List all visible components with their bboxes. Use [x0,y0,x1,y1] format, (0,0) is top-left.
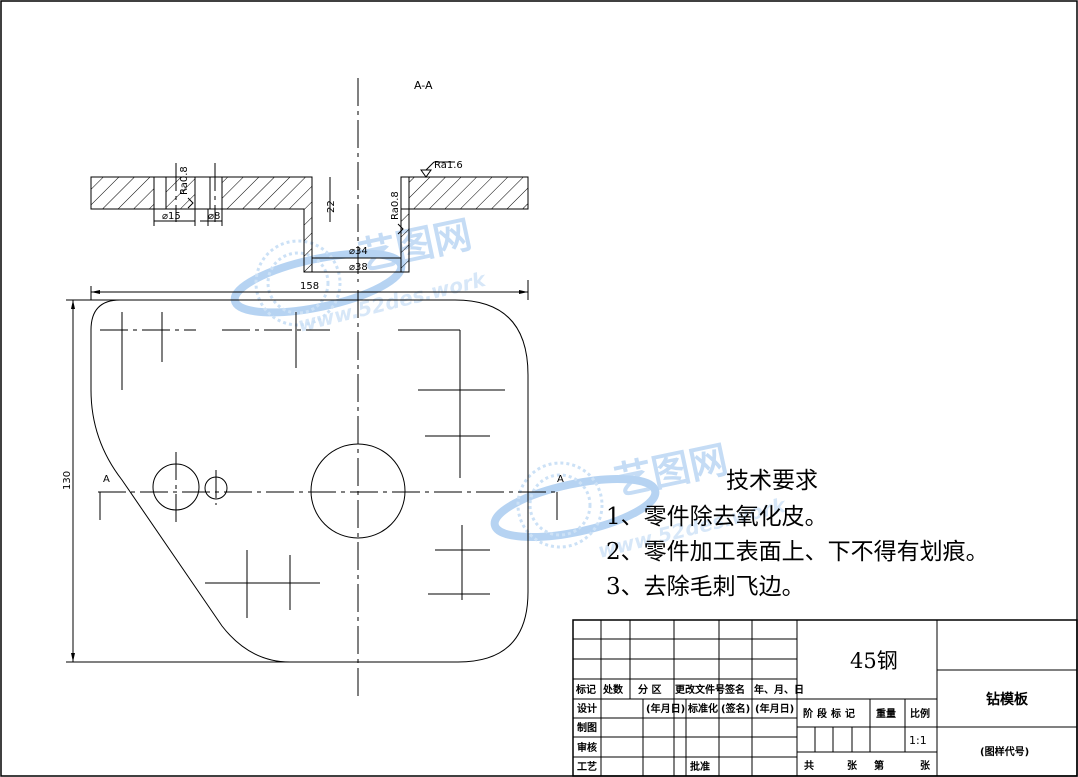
tb-scale: 1:1 [909,734,927,747]
tb-process: 工艺 [577,760,597,773]
dim-d15: ⌀15 [162,211,181,222]
plan-view: 158 130 A A [62,280,564,700]
dim-d34: ⌀34 [349,246,368,257]
tb-weight: 重量 [876,707,896,720]
dim-depth22: 22 [326,200,337,213]
dim-height130: 130 [62,471,73,490]
tb-label-sign: 签名 [724,683,745,696]
tb-design: 设计 [577,702,597,715]
watermark-brand-1: 艺图网 [355,212,476,279]
cut-label-right: A [557,474,564,485]
tb-part-name: 钻模板 [986,691,1029,708]
tb-signature: (签名) [721,702,750,715]
tb-material: 45钢 [850,649,898,673]
tb-check: 审核 [577,741,597,754]
tb-label-zone: 分 区 [638,683,661,696]
title-block: 标记 处数 分 区 更改文件号 签名 年、月、日 设计 (年月日) 标准化 (签… [572,619,1078,777]
tb-drawing-no: (图样代号) [980,745,1029,758]
tb-standard: 标准化 [687,702,718,715]
tb-sheet-no: 第 [874,759,884,772]
tb-draw: 制图 [577,721,597,734]
dim-d8: ⌀8 [208,211,220,222]
watermark-1: 艺图网 www.52des.work [230,212,489,337]
tb-sheet-unit2: 张 [920,759,931,772]
tech-item-1: 1、零件除去氧化皮。 [606,504,828,530]
section-view: A-A ⌀15 ⌀8 Ra0.8 Ra0.8 [90,78,529,282]
tb-label-change-doc: 更改文件号 [675,683,725,696]
tb-stage-mark: 阶段标记 [803,707,859,720]
roughness-left-hole: Ra0.8 [179,166,190,195]
tb-sheets-total: 共 [804,759,814,772]
tb-label-mark: 标记 [575,683,596,696]
dim-width158: 158 [300,281,319,292]
tech-title: 技术要求 [726,468,818,494]
tb-label-count: 处数 [602,683,624,696]
tb-date1: (年月日) [646,702,685,715]
tb-date2: (年月日) [755,702,794,715]
cut-label-left: A [103,474,110,485]
tb-scale-label: 比例 [910,707,930,720]
roughness-top: Ra1.6 [434,160,463,171]
watermark-brand-2: 艺图网 [611,437,732,504]
tech-requirements: 技术要求 1、零件除去氧化皮。 2、零件加工表面上、下不得有划痕。 3、去除毛刺… [606,468,989,600]
tb-label-date: 年、月、日 [754,683,804,696]
section-label: A-A [414,79,433,92]
tech-item-2: 2、零件加工表面上、下不得有划痕。 [606,539,989,565]
tech-item-3: 3、去除毛刺飞边。 [606,574,805,600]
dim-d38: ⌀38 [349,262,368,273]
roughness-center-hole: Ra0.8 [390,191,401,220]
tb-approve: 批准 [690,760,710,773]
tb-sheets-unit: 张 [847,759,858,772]
